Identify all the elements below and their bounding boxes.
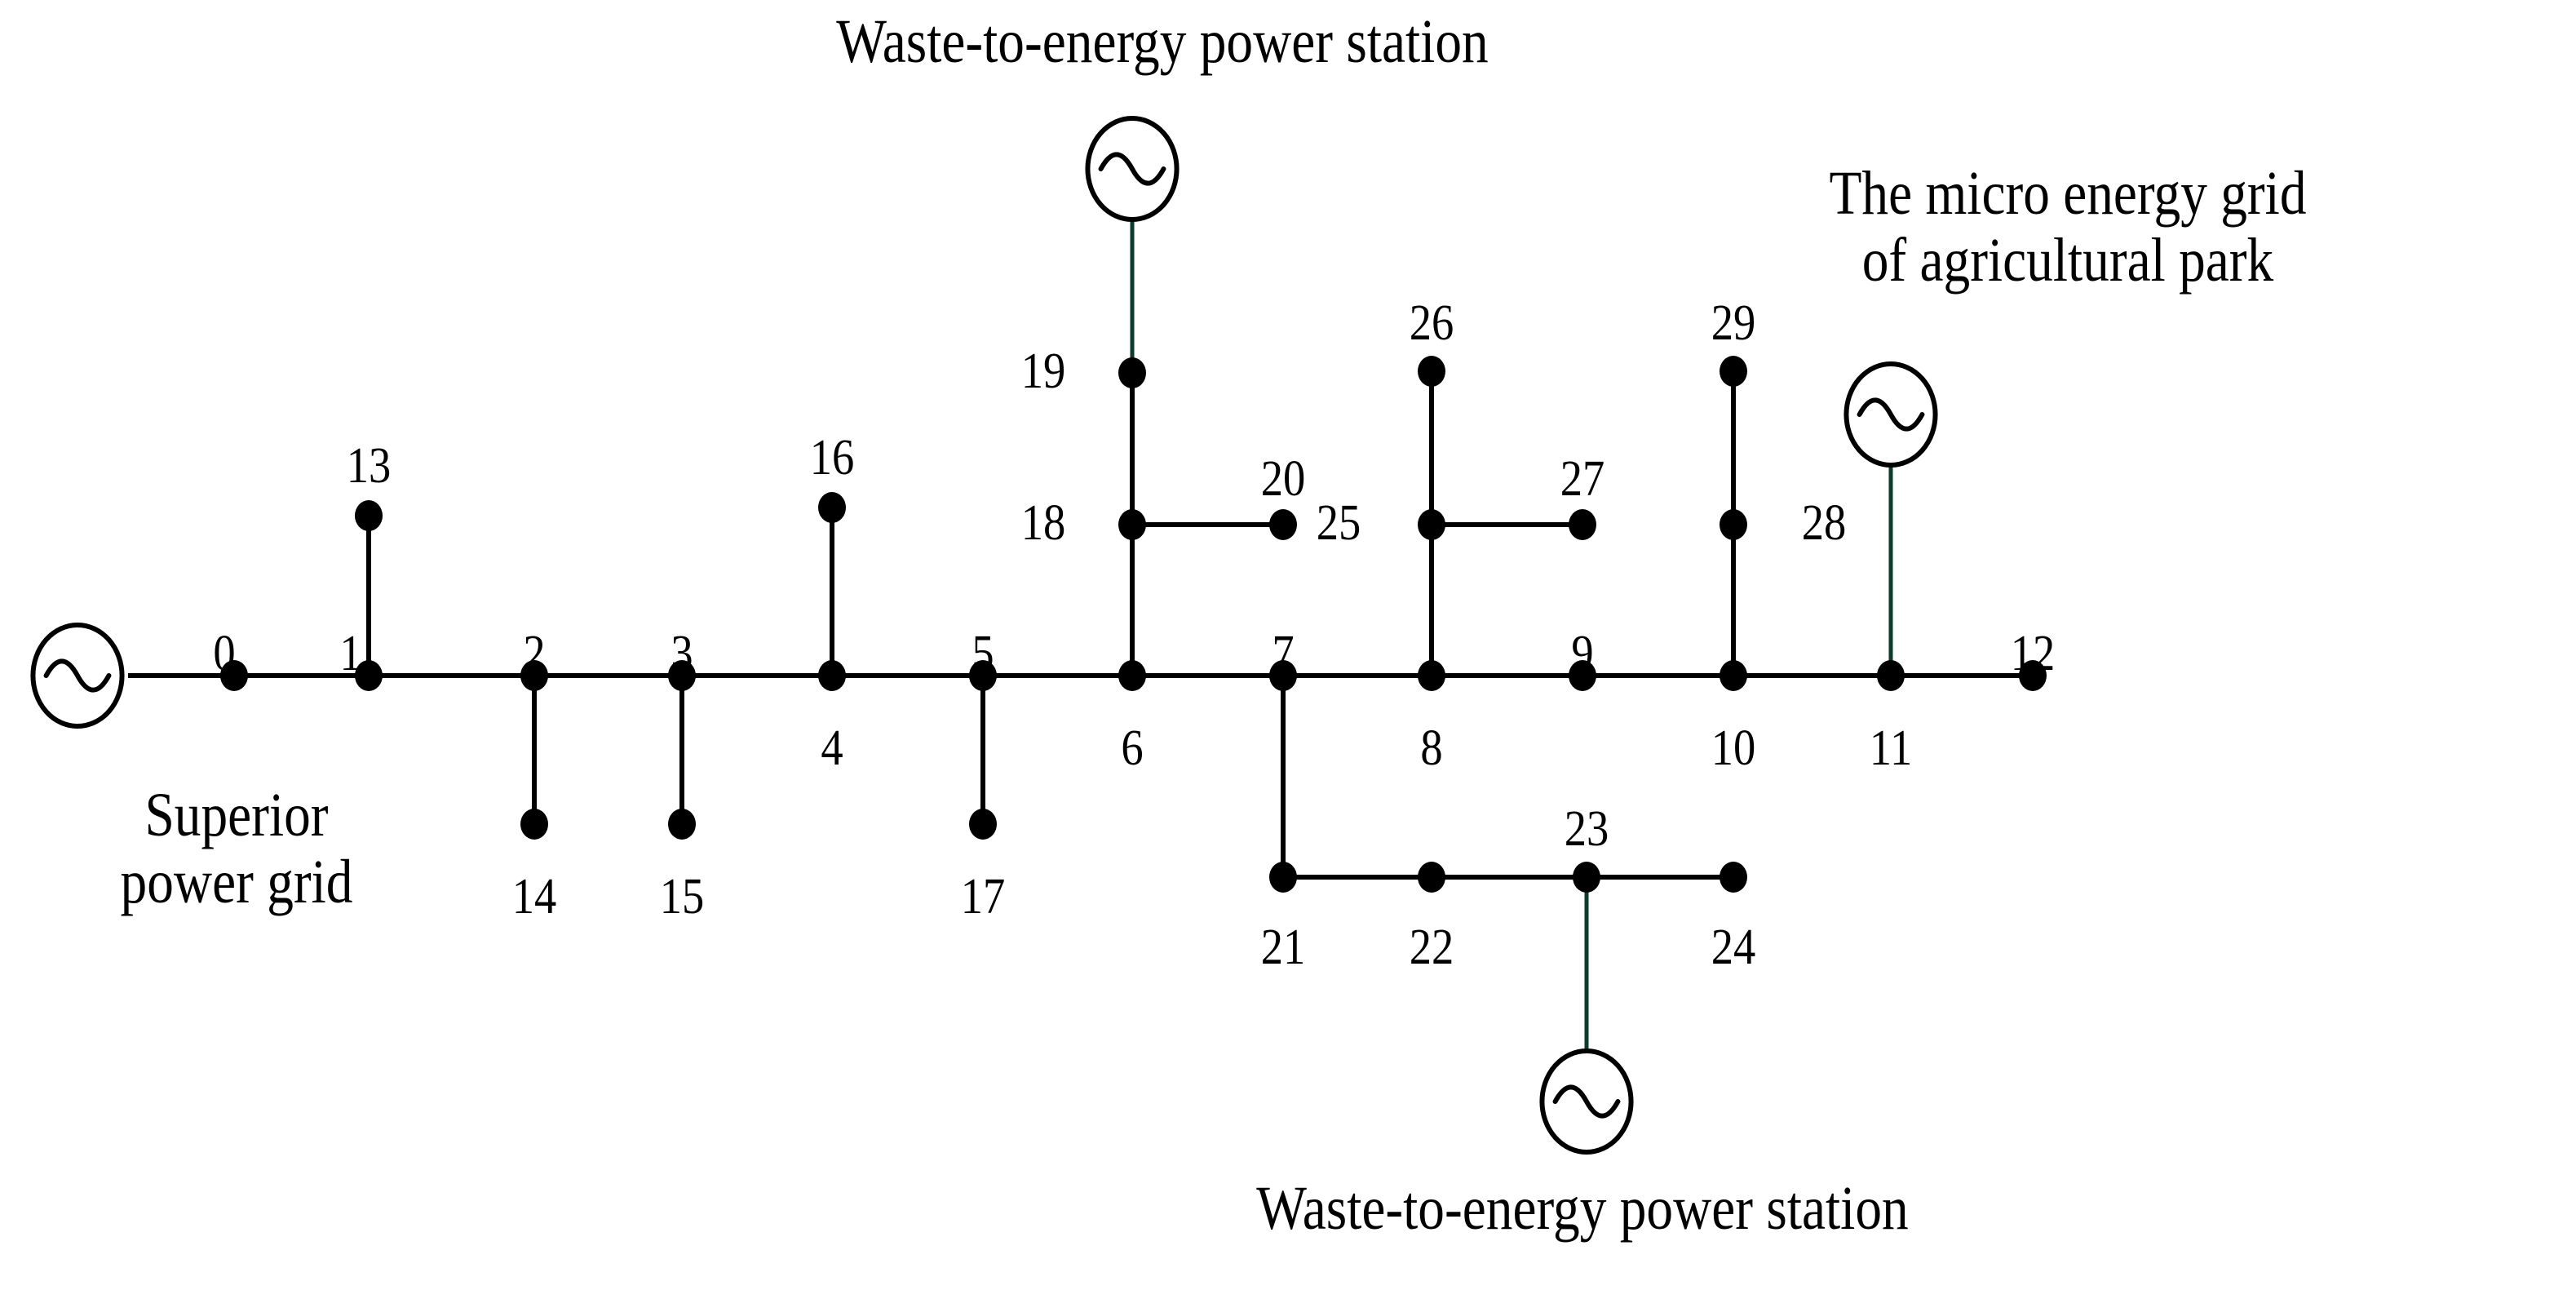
node-label-9: 9	[1571, 626, 1594, 681]
node-18[interactable]	[1118, 509, 1146, 540]
node-20[interactable]	[1269, 509, 1297, 540]
node-26[interactable]	[1418, 356, 1445, 387]
node-15[interactable]	[668, 809, 696, 840]
node-2[interactable]	[520, 660, 548, 691]
node-label-6: 6	[1121, 720, 1144, 776]
node-17[interactable]	[969, 809, 997, 840]
node-label-28: 28	[1801, 495, 1847, 551]
node-16[interactable]	[818, 492, 846, 523]
title-micro-grid-line-0: The micro energy grid	[1829, 159, 2307, 228]
node-5[interactable]	[969, 660, 997, 691]
node-28[interactable]	[1720, 509, 1747, 540]
node-label-26: 26	[1409, 295, 1454, 351]
node-24[interactable]	[1720, 862, 1747, 893]
node-label-0: 0	[213, 626, 236, 681]
node-label-14: 14	[511, 869, 557, 924]
node-label-4: 4	[821, 720, 843, 776]
generator-symbol-gen-superior[interactable]	[30, 623, 125, 729]
node-0[interactable]	[220, 660, 248, 691]
sine-wave-icon	[1552, 1084, 1621, 1119]
node-label-16: 16	[809, 430, 855, 485]
node-4[interactable]	[818, 660, 846, 691]
node-12[interactable]	[2019, 660, 2047, 691]
node-label-18: 18	[1020, 495, 1066, 551]
node-23[interactable]	[1573, 862, 1600, 893]
node-25[interactable]	[1418, 509, 1445, 540]
generator-symbol-gen-wte-bottom[interactable]	[1539, 1048, 1634, 1155]
title-superior-grid-line-1: power grid	[120, 848, 353, 917]
sine-wave-icon	[1857, 397, 1925, 432]
generator-links-layer	[128, 219, 1893, 1051]
generators-layer	[30, 116, 1938, 1155]
node-label-10: 10	[1711, 720, 1756, 776]
node-label-20: 20	[1260, 451, 1306, 507]
node-8[interactable]	[1418, 660, 1445, 691]
node-label-17: 17	[960, 869, 1006, 924]
generator-symbol-gen-wte-top[interactable]	[1085, 116, 1180, 222]
node-29[interactable]	[1720, 356, 1747, 387]
node-6[interactable]	[1118, 660, 1146, 691]
node-3[interactable]	[668, 660, 696, 691]
node-label-15: 15	[659, 869, 705, 924]
node-label-2: 2	[523, 626, 546, 681]
title-wte-top: Waste-to-energy power station	[836, 8, 1488, 75]
node-label-25: 25	[1316, 495, 1361, 551]
node-19[interactable]	[1118, 357, 1146, 388]
edges-layer	[234, 371, 2033, 880]
title-wte-bottom-line-0: Waste-to-energy power station	[1256, 1174, 1909, 1243]
node-21[interactable]	[1269, 862, 1297, 893]
node-label-12: 12	[2010, 626, 2056, 681]
node-label-19: 19	[1020, 344, 1066, 399]
node-22[interactable]	[1418, 862, 1445, 893]
node-label-22: 22	[1409, 920, 1454, 975]
node-label-8: 8	[1420, 720, 1443, 776]
node-label-21: 21	[1260, 920, 1306, 975]
title-superior-grid-line-0: Superior	[144, 781, 329, 849]
node-label-3: 3	[671, 626, 693, 681]
node-label-11: 11	[1869, 720, 1913, 776]
generator-symbol-gen-micro-grid[interactable]	[1843, 361, 1938, 468]
node-label-7: 7	[1272, 626, 1295, 681]
sine-wave-icon	[1098, 152, 1166, 186]
node-label-1: 1	[339, 626, 362, 681]
node-27[interactable]	[1569, 509, 1596, 540]
node-label-23: 23	[1564, 801, 1609, 857]
node-1[interactable]	[355, 660, 383, 691]
node-label-5: 5	[972, 626, 994, 681]
node-14[interactable]	[520, 809, 548, 840]
node-7[interactable]	[1269, 660, 1297, 691]
node-10[interactable]	[1720, 660, 1747, 691]
sine-wave-icon	[43, 658, 112, 693]
node-label-27: 27	[1560, 451, 1605, 507]
title-wte-bottom: Waste-to-energy power station	[1256, 1175, 1908, 1242]
node-13[interactable]	[355, 500, 383, 531]
title-micro-grid-line-1: of agricultural park	[1861, 226, 2274, 295]
node-label-13: 13	[346, 438, 392, 494]
node-11[interactable]	[1877, 660, 1905, 691]
node-label-29: 29	[1711, 295, 1756, 351]
nodes-layer	[220, 356, 2047, 893]
node-9[interactable]	[1569, 660, 1596, 691]
title-wte-top-line-0: Waste-to-energy power station	[836, 7, 1489, 76]
node-label-24: 24	[1711, 920, 1756, 975]
